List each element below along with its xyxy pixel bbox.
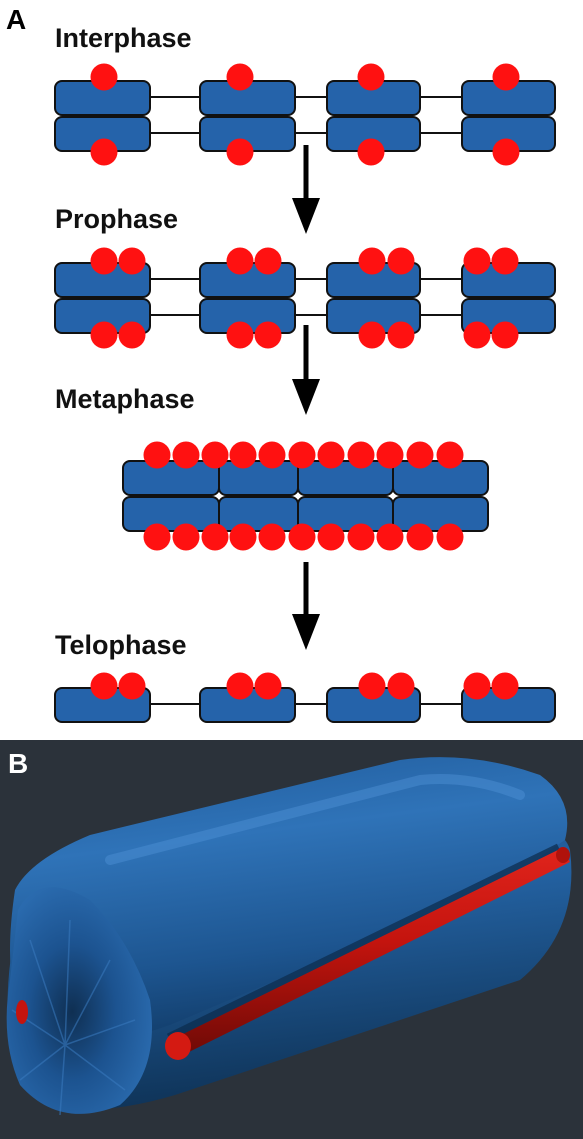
interphase-diagram xyxy=(54,63,556,166)
kinetochore-dot xyxy=(288,523,316,551)
kinetochore-dot xyxy=(254,672,282,700)
kinetochore-dot xyxy=(254,321,282,349)
kinetochore-dot xyxy=(226,321,254,349)
kinetochore-dot xyxy=(387,321,415,349)
kinetochore-dot xyxy=(492,63,520,91)
kinetochore-dot xyxy=(436,441,464,469)
kinetochore-dot xyxy=(357,138,385,166)
upper-lobe xyxy=(10,757,568,1044)
kinetochore-dot xyxy=(347,441,375,469)
kinetochore-dot xyxy=(118,672,146,700)
kinetochore-dot xyxy=(358,247,386,275)
kinetochore-dot xyxy=(226,672,254,700)
metaphase-diagram xyxy=(122,441,489,551)
arrows xyxy=(292,145,320,650)
kinetochore-dot xyxy=(90,63,118,91)
prophase-label: Prophase xyxy=(55,204,179,234)
kinetochore-dot xyxy=(229,441,257,469)
panel-b-render xyxy=(6,757,572,1116)
kinetochore-dot xyxy=(376,441,404,469)
kinetochore-dot xyxy=(387,672,415,700)
arrow-head xyxy=(292,379,320,415)
telophase-diagram xyxy=(54,672,556,723)
red-rod-left-tip xyxy=(16,1000,28,1024)
kinetochore-dot xyxy=(358,321,386,349)
chromatid-block xyxy=(122,496,220,532)
kinetochore-dot xyxy=(90,321,118,349)
arrow-head xyxy=(292,198,320,234)
kinetochore-dot xyxy=(254,247,282,275)
kinetochore-dot xyxy=(317,441,345,469)
kinetochore-dot xyxy=(347,523,375,551)
kinetochore-dot xyxy=(463,321,491,349)
kinetochore-dot xyxy=(201,441,229,469)
kinetochore-dot xyxy=(90,138,118,166)
chromatid-block xyxy=(218,496,299,532)
kinetochore-dot xyxy=(491,247,519,275)
red-rod xyxy=(175,848,570,1055)
kinetochore-dot xyxy=(172,441,200,469)
kinetochore-dot xyxy=(463,247,491,275)
kinetochore-dot xyxy=(357,63,385,91)
cap-folds xyxy=(11,919,136,1116)
kinetochore-dot xyxy=(358,672,386,700)
kinetochore-dot xyxy=(226,138,254,166)
kinetochore-dot xyxy=(288,441,316,469)
kinetochore-dot xyxy=(317,523,345,551)
kinetochore-dot xyxy=(258,523,286,551)
kinetochore-dot xyxy=(376,523,404,551)
kinetochore-dot xyxy=(491,321,519,349)
kinetochore-dot xyxy=(118,247,146,275)
kinetochore-dot xyxy=(90,247,118,275)
kinetochore-dot xyxy=(226,63,254,91)
end-cap xyxy=(6,887,152,1114)
kinetochore-dot xyxy=(491,672,519,700)
chromatid-block xyxy=(297,496,394,532)
chromatid-block xyxy=(392,460,489,496)
panel-a-letter: A xyxy=(6,4,27,35)
kinetochore-dot xyxy=(492,138,520,166)
telophase-label: Telophase xyxy=(55,630,187,660)
kinetochore-dot xyxy=(172,523,200,551)
chromatid-block xyxy=(297,460,394,496)
kinetochore-dot xyxy=(201,523,229,551)
kinetochore-dot xyxy=(436,523,464,551)
arrow-head xyxy=(292,614,320,650)
red-rod-end xyxy=(165,1032,191,1060)
kinetochore-dot xyxy=(226,247,254,275)
chromatid-block xyxy=(122,460,220,496)
kinetochore-dot xyxy=(143,441,171,469)
interphase-label: Interphase xyxy=(55,23,192,53)
top-highlight xyxy=(105,774,525,865)
kinetochore-dot xyxy=(118,321,146,349)
kinetochore-dot xyxy=(90,672,118,700)
chromatid-block xyxy=(392,496,489,532)
red-rod-far-end xyxy=(556,847,570,863)
panel-b xyxy=(0,740,583,1139)
kinetochore-dot xyxy=(463,672,491,700)
panel-a-diagram xyxy=(54,63,556,723)
kinetochore-dot xyxy=(387,247,415,275)
prophase-diagram xyxy=(54,247,556,349)
kinetochore-dot xyxy=(143,523,171,551)
metaphase-label: Metaphase xyxy=(55,384,195,414)
panel-b-letter: B xyxy=(8,748,29,779)
kinetochore-dot xyxy=(406,441,434,469)
kinetochore-dot xyxy=(229,523,257,551)
chromatid-block xyxy=(218,460,299,496)
kinetochore-dot xyxy=(406,523,434,551)
kinetochore-dot xyxy=(258,441,286,469)
